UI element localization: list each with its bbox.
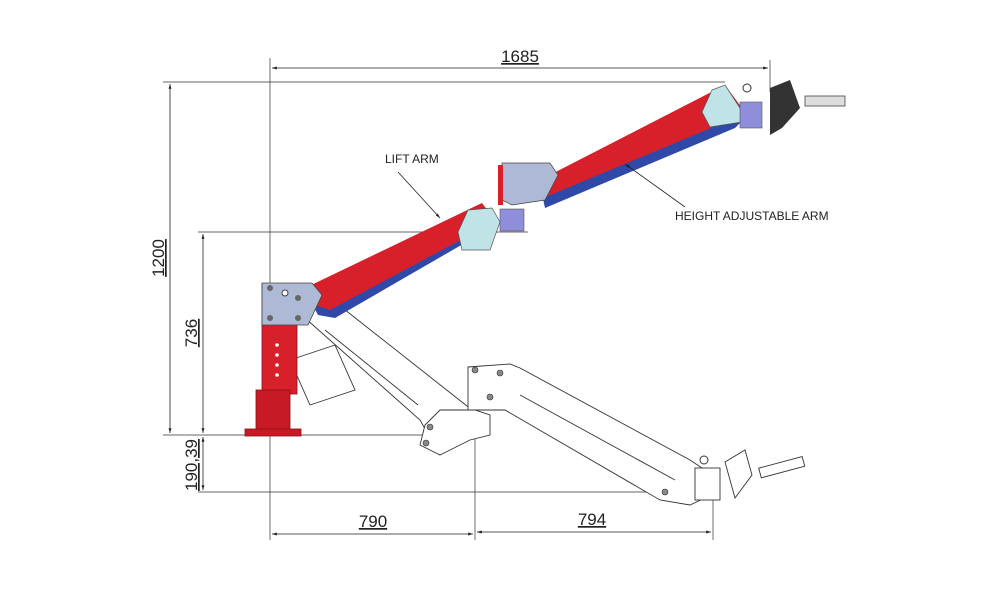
dim-lower-arm-1: 790 — [359, 512, 387, 531]
height-adjustable-arm — [498, 80, 846, 208]
lower-tool-head — [724, 449, 753, 500]
dimension-lines — [168, 66, 768, 536]
lift-arm-end-plate — [457, 207, 501, 251]
dim-pivot-height: 736 — [182, 319, 201, 347]
dim-total-reach: 1685 — [501, 47, 539, 66]
leader-lines — [397, 163, 686, 219]
actuator-motor — [289, 344, 356, 406]
dim-max-height: 1200 — [149, 239, 168, 277]
column-pivot-plate — [261, 282, 323, 326]
dim-lower-arm-2: 794 — [578, 510, 606, 529]
adjustable-arm-end-plate — [701, 84, 743, 128]
lift-arm-label: LIFT ARM — [385, 152, 439, 166]
lift-arm — [261, 203, 525, 326]
lift-arm-joint — [499, 208, 525, 232]
lower-parallel-arm-2 — [467, 363, 806, 506]
upper-tool-head — [770, 80, 800, 135]
height-adjustable-arm-label: HEIGHT ADJUSTABLE ARM — [675, 209, 829, 223]
lower-parallel-arm-1 — [289, 297, 491, 456]
dim-below-floor: 190,39 — [182, 439, 201, 491]
